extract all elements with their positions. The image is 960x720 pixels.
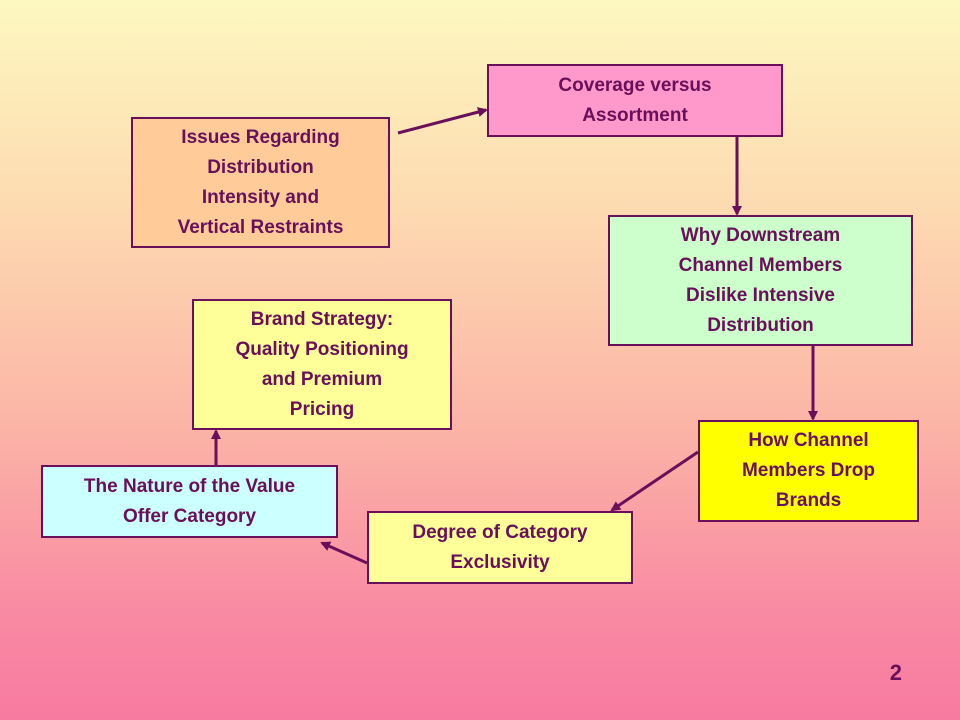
node-label: Why Downstream Channel Members Dislike I… [678,224,843,336]
node-how-channel-members-drop-brands: How Channel Members Drop Brands [698,420,919,522]
node-label: Issues Regarding Distribution Intensity … [177,126,344,238]
arrow-exclusivity-to-nature-value [320,541,368,565]
node-why-downstream-dislike: Why Downstream Channel Members Dislike I… [608,215,913,346]
node-brand-strategy: Brand Strategy: Quality Positioning and … [192,299,452,430]
node-coverage-versus-assortment: Coverage versus Assortment [487,64,783,137]
node-label: Brand Strategy: Quality Positioning and … [235,308,409,420]
page-number: 2 [889,660,902,685]
node-label: Coverage versus Assortment [558,74,712,126]
node-label: Degree of Category Exclusivity [412,521,588,573]
node-label: How Channel Members Drop Brands [741,430,876,511]
arrow-issues-to-coverage [397,107,488,135]
node-issues-regarding-distribution: Issues Regarding Distribution Intensity … [131,117,390,248]
arrow-how-drop-to-exclusivity [610,450,699,512]
node-nature-of-value-offer-category: The Nature of the Value Offer Category [41,465,338,538]
node-label: The Nature of the Value Offer Category [83,475,296,527]
node-degree-of-category-exclusivity: Degree of Category Exclusivity [367,511,633,584]
